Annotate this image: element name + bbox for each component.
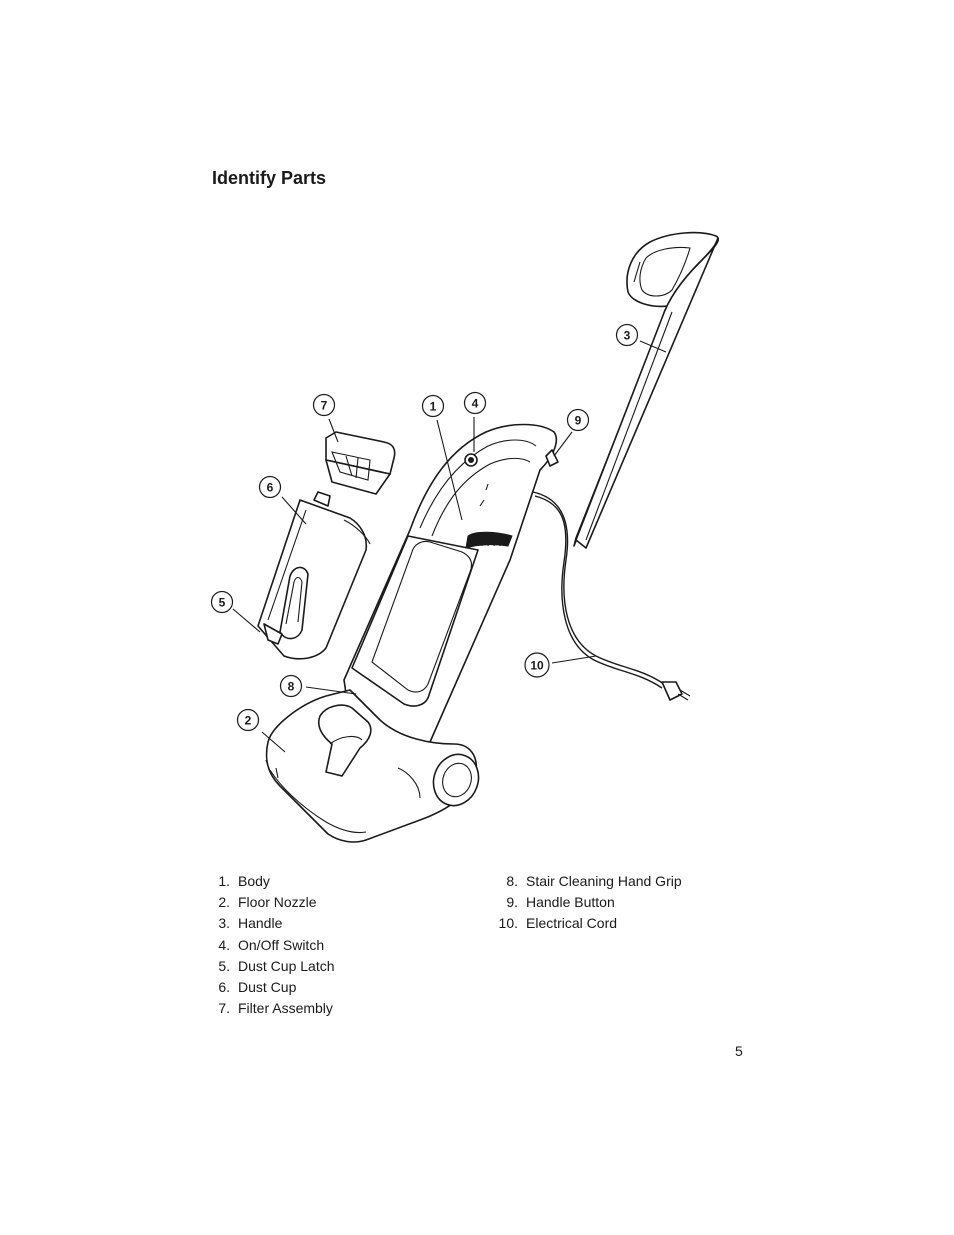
list-item-number: 5. (218, 957, 230, 974)
leader-lines (232, 340, 667, 753)
list-item-label: Stair Cleaning Hand Grip (526, 873, 682, 889)
list-item-label: Body (238, 873, 270, 889)
list-item-label: Floor Nozzle (238, 894, 317, 911)
list-item-number: 6. (218, 978, 230, 995)
list-item: 9. Handle Button (492, 892, 682, 913)
callout-6: 6 (258, 475, 282, 499)
callout-2-number: 2 (245, 714, 252, 728)
list-item: 4. On/Off Switch (210, 935, 335, 956)
callout-1-number: 1 (430, 400, 437, 414)
callout-4: 4 (463, 391, 487, 415)
callout-10: 10 (524, 652, 550, 678)
dust-cup-drawing (257, 491, 371, 660)
list-item-label: Dust Cup Latch (238, 957, 335, 974)
list-item-number: 3. (218, 915, 230, 932)
list-item: 6. Dust Cup (210, 977, 335, 998)
callout-9: 9 (566, 408, 590, 432)
list-item-number: 2. (218, 894, 230, 911)
electrical-cord-drawing (532, 491, 691, 701)
page-title: Identify Parts (212, 168, 327, 188)
list-item: 5. Dust Cup Latch (210, 956, 335, 977)
body-drawing (343, 423, 559, 743)
filter-assembly-drawing (325, 431, 396, 495)
callout-2: 2 (236, 708, 260, 732)
callout-10-number: 10 (530, 659, 544, 673)
callout-4-number: 4 (472, 397, 479, 411)
list-item-label: Electrical Cord (526, 915, 618, 932)
list-item: 10. Electrical Cord (492, 913, 682, 934)
list-item: 1. Body (210, 871, 335, 892)
list-item-label: Dust Cup (238, 978, 297, 995)
list-item-number: 9. (506, 894, 518, 911)
callout-3: 3 (615, 323, 639, 347)
callout-6-number: 6 (267, 481, 274, 495)
list-item: 3. Handle (210, 913, 335, 934)
list-item-number: 1. (218, 873, 230, 889)
list-item-label: Handle (238, 915, 283, 932)
callout-5-number: 5 (219, 596, 226, 610)
callout-1: 1 (421, 394, 445, 418)
callout-7: 7 (312, 393, 336, 417)
callout-8-number: 8 (288, 680, 295, 694)
floor-nozzle-drawing (265, 689, 480, 843)
parts-list-left: 1. Body 2. Floor Nozzle 3. Handle 4. On/Off … (210, 871, 335, 1019)
page-number: 5 (735, 1043, 743, 1059)
callout-7-number: 7 (321, 399, 328, 413)
handle-drawing (573, 231, 720, 549)
list-item-label: Filter Assembly (238, 1000, 333, 1017)
callout-5: 5 (210, 590, 234, 614)
callout-9-number: 9 (575, 414, 582, 428)
list-item: 2. Floor Nozzle (210, 892, 335, 913)
callout-8: 8 (279, 674, 303, 698)
list-item-number: 7. (218, 1000, 230, 1017)
list-item-number: 4. (218, 936, 230, 953)
list-item-label: Handle Button (526, 894, 615, 911)
list-item: 7. Filter Assembly (210, 998, 335, 1019)
list-item-number: 10. (498, 915, 518, 932)
callout-3-number: 3 (624, 329, 631, 343)
list-item: 8. Stair Cleaning Hand Grip (492, 871, 682, 892)
list-item-label: On/Off Switch (238, 936, 325, 953)
parts-list-right: 8. Stair Cleaning Hand Grip 9. Handle Butt… (492, 871, 682, 935)
list-item-number: 8. (506, 873, 518, 889)
